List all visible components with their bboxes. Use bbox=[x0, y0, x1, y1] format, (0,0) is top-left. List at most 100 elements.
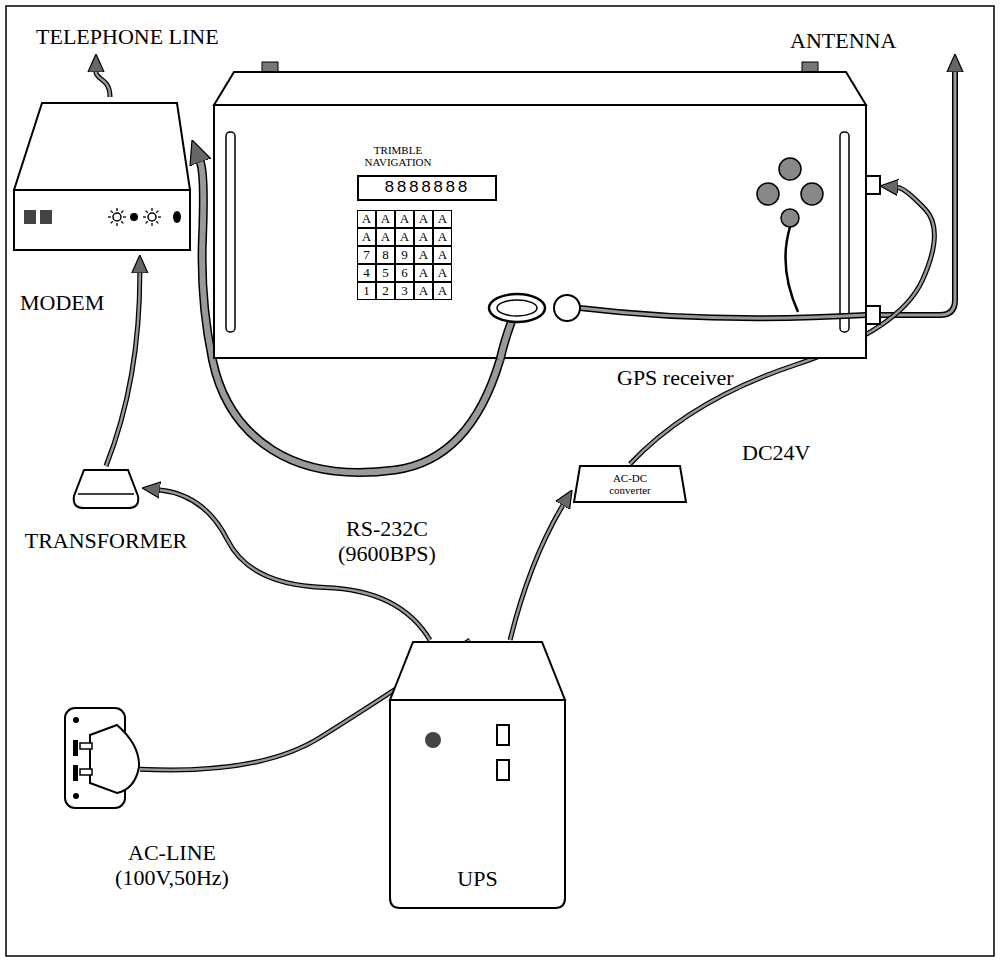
shape-line bbox=[143, 216, 146, 217]
ac-outlet: AC-LINE (100V,50Hz) bbox=[62, 705, 140, 812]
keypad-key: A bbox=[376, 228, 395, 246]
shape-line bbox=[151, 208, 152, 211]
keypad-key: 9 bbox=[395, 246, 414, 264]
keypad-key: A bbox=[395, 210, 414, 228]
shape-polygon bbox=[14, 103, 190, 190]
keypad-key: A bbox=[433, 210, 452, 228]
device-label: UPS bbox=[457, 866, 497, 891]
shape-line bbox=[121, 221, 123, 223]
shape-line bbox=[111, 211, 113, 213]
shape-circle bbox=[757, 183, 779, 205]
shape-rect bbox=[226, 132, 235, 332]
shape-circle bbox=[148, 213, 156, 221]
shape-line bbox=[123, 216, 126, 217]
shape-line bbox=[146, 211, 148, 213]
shape-rect bbox=[497, 760, 509, 780]
shape-rect bbox=[497, 725, 509, 745]
shape-polygon bbox=[574, 466, 686, 502]
connector-label: DC24V bbox=[742, 440, 810, 465]
shape-circle bbox=[113, 213, 121, 221]
shape-line bbox=[156, 221, 158, 223]
keypad-key: A bbox=[414, 264, 433, 282]
keypad-key: A bbox=[414, 210, 433, 228]
cable-outline bbox=[510, 505, 563, 640]
device-drawing bbox=[12, 95, 192, 255]
shape-line bbox=[158, 216, 161, 217]
shape-path bbox=[500, 320, 512, 360]
device-drawing bbox=[62, 705, 140, 812]
shape-ellipse bbox=[173, 211, 181, 223]
transformer-device: TRANSFORMER bbox=[70, 466, 142, 510]
shape-path bbox=[390, 700, 565, 908]
shape-line bbox=[146, 221, 148, 223]
keypad-key: A bbox=[395, 228, 414, 246]
shape-line bbox=[116, 223, 117, 226]
keypad-key: 8 bbox=[376, 246, 395, 264]
shape-rect bbox=[802, 62, 818, 72]
keypad-key: 4 bbox=[357, 264, 376, 282]
shape-rect bbox=[24, 210, 36, 224]
keypad-key: 6 bbox=[395, 264, 414, 282]
keypad-key: 2 bbox=[376, 282, 395, 300]
keypad-key: A bbox=[433, 264, 452, 282]
shape-rect bbox=[80, 743, 92, 749]
shape-circle bbox=[425, 732, 441, 748]
shape-path bbox=[786, 227, 799, 312]
antenna-label: ANTENNA bbox=[790, 28, 896, 53]
shape-path bbox=[580, 308, 866, 318]
shape-path bbox=[96, 72, 110, 97]
shape-line bbox=[111, 221, 113, 223]
keypad-key: 7 bbox=[357, 246, 376, 264]
shape-path bbox=[580, 308, 866, 318]
keypad-key: 1 bbox=[357, 282, 376, 300]
cable-fill bbox=[510, 505, 563, 640]
keypad-key: A bbox=[414, 246, 433, 264]
shape-rect bbox=[866, 306, 880, 324]
shape-circle bbox=[779, 158, 801, 180]
device-drawing bbox=[212, 62, 880, 360]
device-label: TRANSFORMER bbox=[25, 528, 188, 553]
device-label: AC-DC converter bbox=[599, 472, 661, 496]
shape-rect bbox=[214, 105, 866, 358]
shape-path bbox=[96, 72, 110, 97]
shape-circle bbox=[73, 793, 79, 799]
connector-label: RS-232C (9600BPS) bbox=[312, 516, 462, 567]
shape-rect bbox=[73, 765, 78, 781]
keypad-key: A bbox=[414, 228, 433, 246]
shape-line bbox=[151, 223, 152, 226]
shape-polygon bbox=[214, 72, 866, 105]
keypad-key: A bbox=[433, 228, 452, 246]
shape-path bbox=[880, 72, 955, 315]
keypad-key: A bbox=[357, 210, 376, 228]
device-label: GPS receiver bbox=[617, 365, 734, 390]
shape-circle bbox=[801, 183, 823, 205]
shape-rect bbox=[866, 176, 880, 194]
shape-line bbox=[108, 216, 111, 217]
device-label: MODEM bbox=[20, 290, 104, 315]
keypad-key: A bbox=[357, 228, 376, 246]
converter-box: AC-DC converter bbox=[572, 464, 688, 504]
shape-line bbox=[116, 208, 117, 211]
shape-rect bbox=[80, 769, 92, 775]
keypad-key: 5 bbox=[376, 264, 395, 282]
shape-ellipse bbox=[489, 294, 545, 322]
device-label: AC-LINE (100V,50Hz) bbox=[102, 840, 242, 891]
cable-fill bbox=[106, 273, 140, 466]
shape-line bbox=[121, 211, 123, 213]
shape-rect bbox=[6, 6, 994, 956]
shape-path bbox=[500, 320, 512, 360]
shape-ellipse bbox=[497, 300, 537, 316]
shape-circle bbox=[781, 209, 799, 227]
shape-rect bbox=[40, 210, 52, 224]
keypad-key: A bbox=[376, 210, 395, 228]
cable-connector bbox=[510, 505, 563, 640]
shape-rect bbox=[840, 132, 849, 332]
shape-line bbox=[78, 493, 134, 495]
device-drawing bbox=[70, 466, 142, 510]
keypad-key: A bbox=[414, 282, 433, 300]
keypad-key: A bbox=[433, 246, 452, 264]
shape-line bbox=[156, 211, 158, 213]
keypad-key: A bbox=[433, 282, 452, 300]
cable-connector bbox=[106, 273, 140, 466]
